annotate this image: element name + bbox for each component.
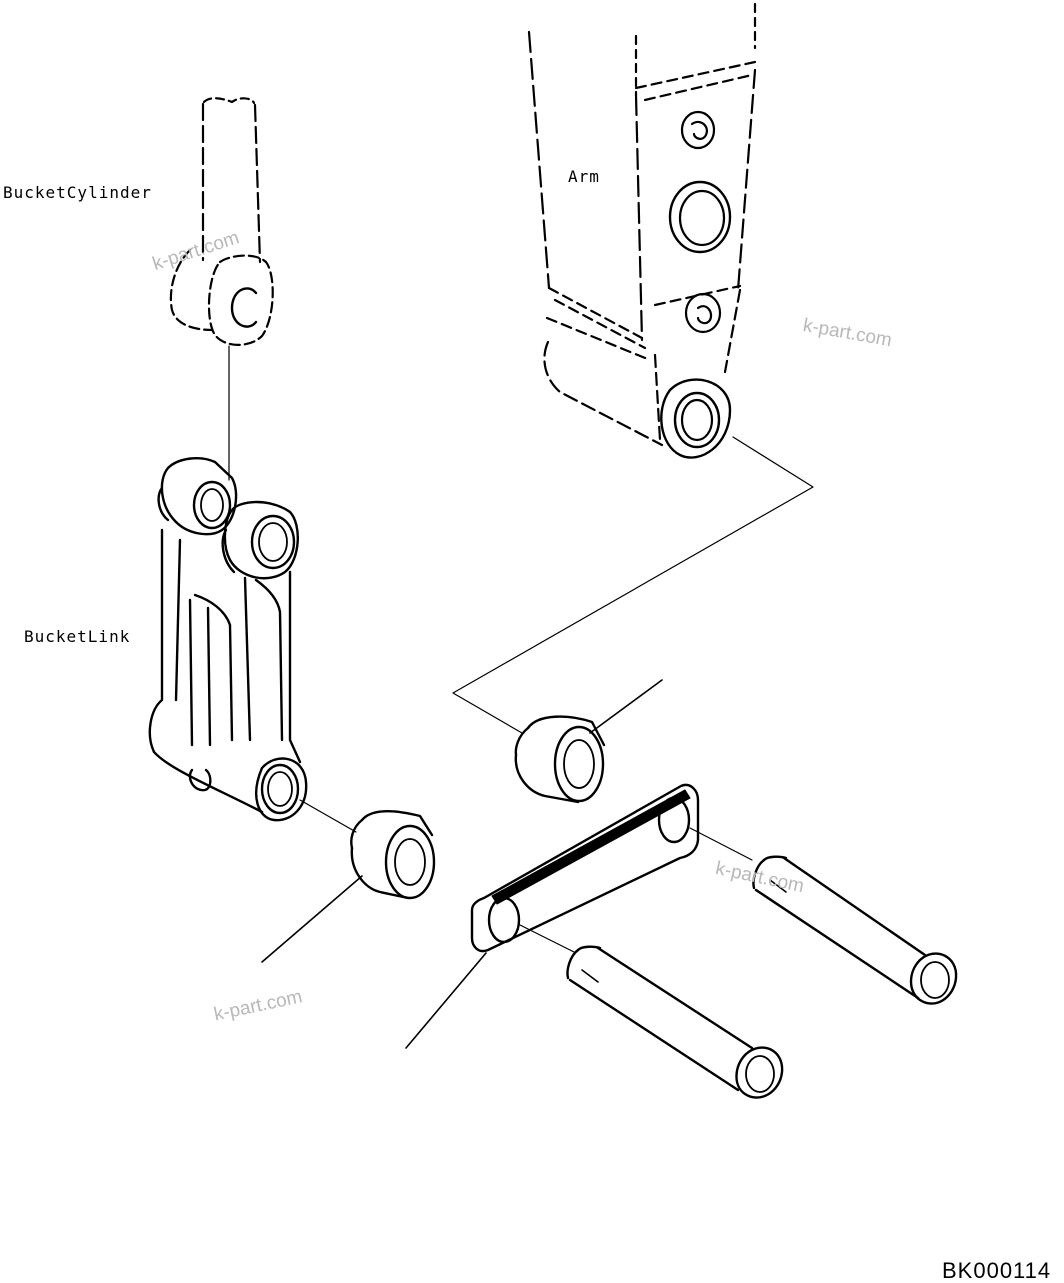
bushing-upper <box>514 715 606 804</box>
bushing-lower-leader <box>261 875 363 963</box>
pin-right <box>752 855 958 1005</box>
bucket-cylinder-label: BucketCylinder <box>3 183 152 202</box>
arm-part <box>527 2 757 459</box>
plate-leader <box>405 952 487 1049</box>
bushing-lower <box>350 810 436 900</box>
diagram-code: BK000114 <box>942 1258 1052 1283</box>
bucket-link-label: BucketLink <box>24 627 131 646</box>
bucket-cylinder-part <box>169 97 274 346</box>
arm-label: Arm <box>568 167 600 186</box>
pin-left <box>566 945 784 1099</box>
plate-to-pin-right-line <box>689 827 753 861</box>
link-plate <box>470 783 700 953</box>
bushing-upper-leader <box>589 679 663 734</box>
link-to-bushing-line <box>299 799 357 833</box>
bucket-link-part <box>148 456 308 822</box>
plate-to-pin-left-line <box>519 924 575 953</box>
arm-leader-line <box>452 436 814 734</box>
